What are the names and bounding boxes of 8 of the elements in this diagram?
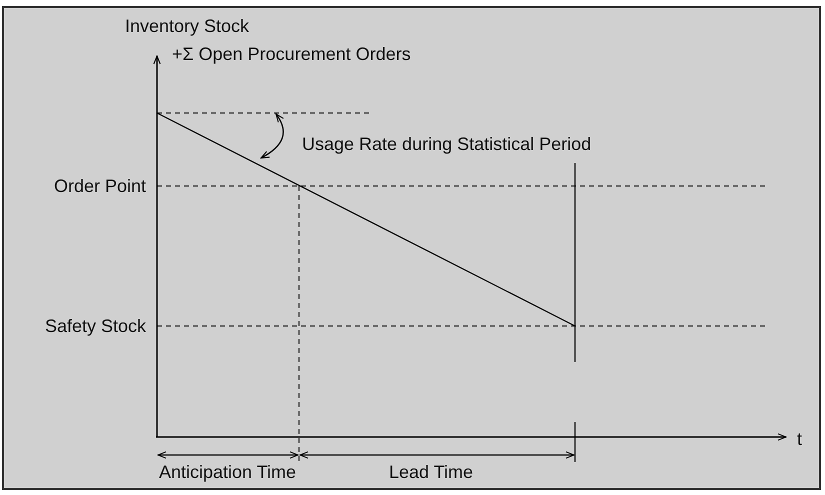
axis-label: Inventory Stock	[125, 16, 250, 36]
axis-label: Order Point	[54, 176, 146, 196]
axis-label: Lead Time	[389, 462, 474, 482]
axis-label: Usage Rate during Statistical Period	[302, 134, 592, 154]
axis-label: Safety Stock	[44, 316, 146, 336]
axis-label: t	[797, 429, 802, 449]
axis-label: Anticipation Time	[159, 462, 296, 482]
axis-label: +Σ Open Procurement Orders	[172, 44, 411, 64]
